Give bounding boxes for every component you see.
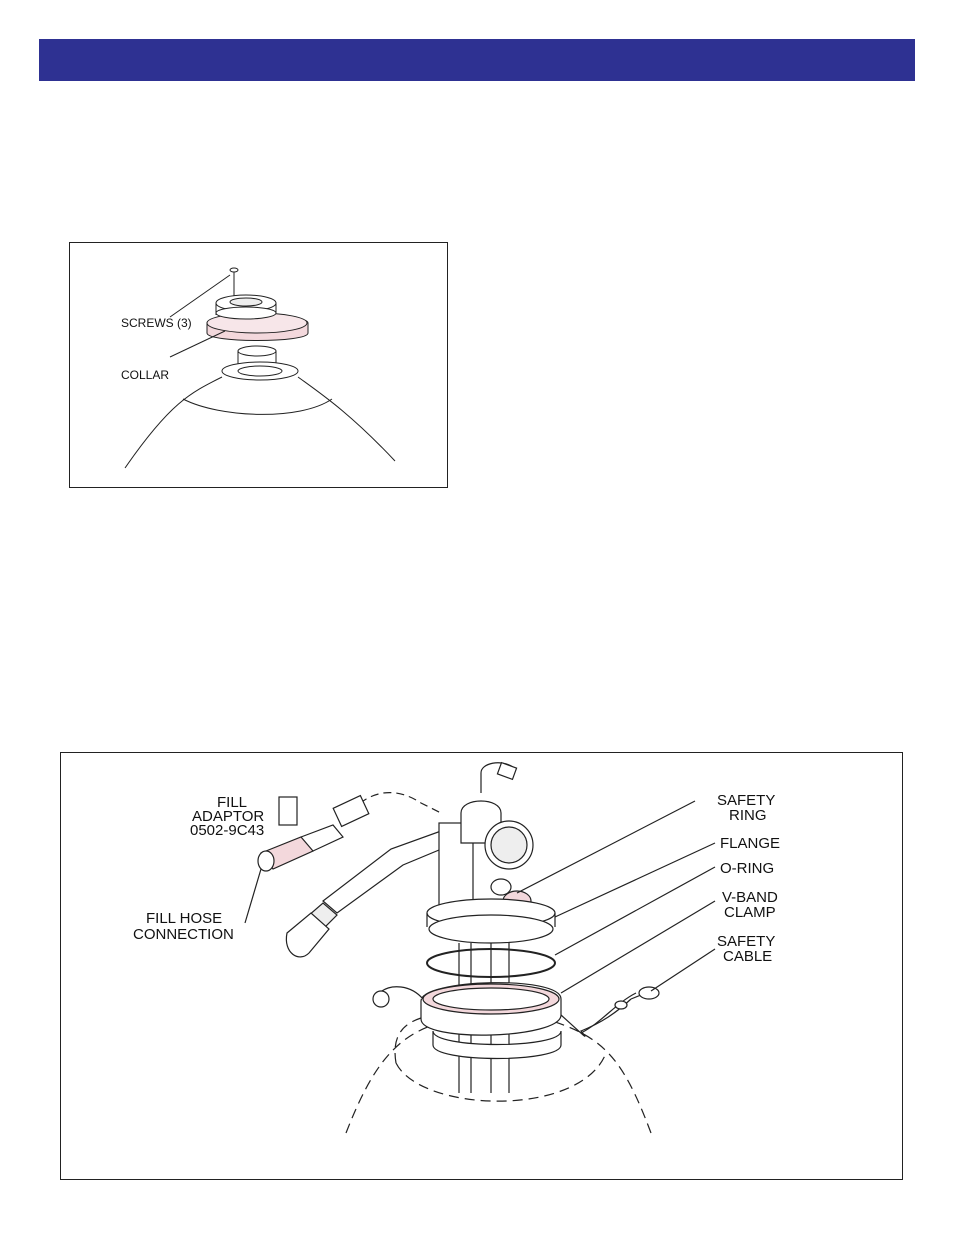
screw-head: [230, 268, 238, 272]
leader-v-band: [561, 901, 715, 993]
fill-adaptor-drawing: FILL ADAPTOR 0502-9C43 FILL HOSE CONNECT…: [61, 753, 904, 1181]
label-clamp: CLAMP: [724, 904, 776, 921]
header-bar: [39, 39, 915, 81]
fill-adaptor-diagram: FILL ADAPTOR 0502-9C43 FILL HOSE CONNECT…: [60, 752, 903, 1180]
leader-safety-ring: [517, 801, 695, 893]
leader-safety-cable: [651, 949, 715, 991]
label-o-ring: O-RING: [720, 860, 774, 877]
collar-drawing: SCREWS (3) COLLAR: [70, 243, 449, 489]
collar-diagram: SCREWS (3) COLLAR: [69, 242, 448, 488]
label-collar: COLLAR: [121, 368, 169, 382]
label-fill-hose: FILL HOSE: [146, 910, 222, 927]
label-adaptor-part: 0502-9C43: [190, 822, 264, 839]
leader-fill-hose: [245, 869, 261, 923]
label-flange: FLANGE: [720, 835, 780, 852]
safety-cable-clip: [639, 987, 659, 999]
label-safety-cable-2: CABLE: [723, 948, 772, 965]
label-screws: SCREWS (3): [121, 316, 192, 330]
label-safety-ring-2: RING: [729, 807, 767, 824]
fill-hose: [323, 831, 451, 913]
collar-leader: [170, 331, 225, 357]
label-connection: CONNECTION: [133, 926, 234, 943]
flange: [429, 915, 553, 943]
